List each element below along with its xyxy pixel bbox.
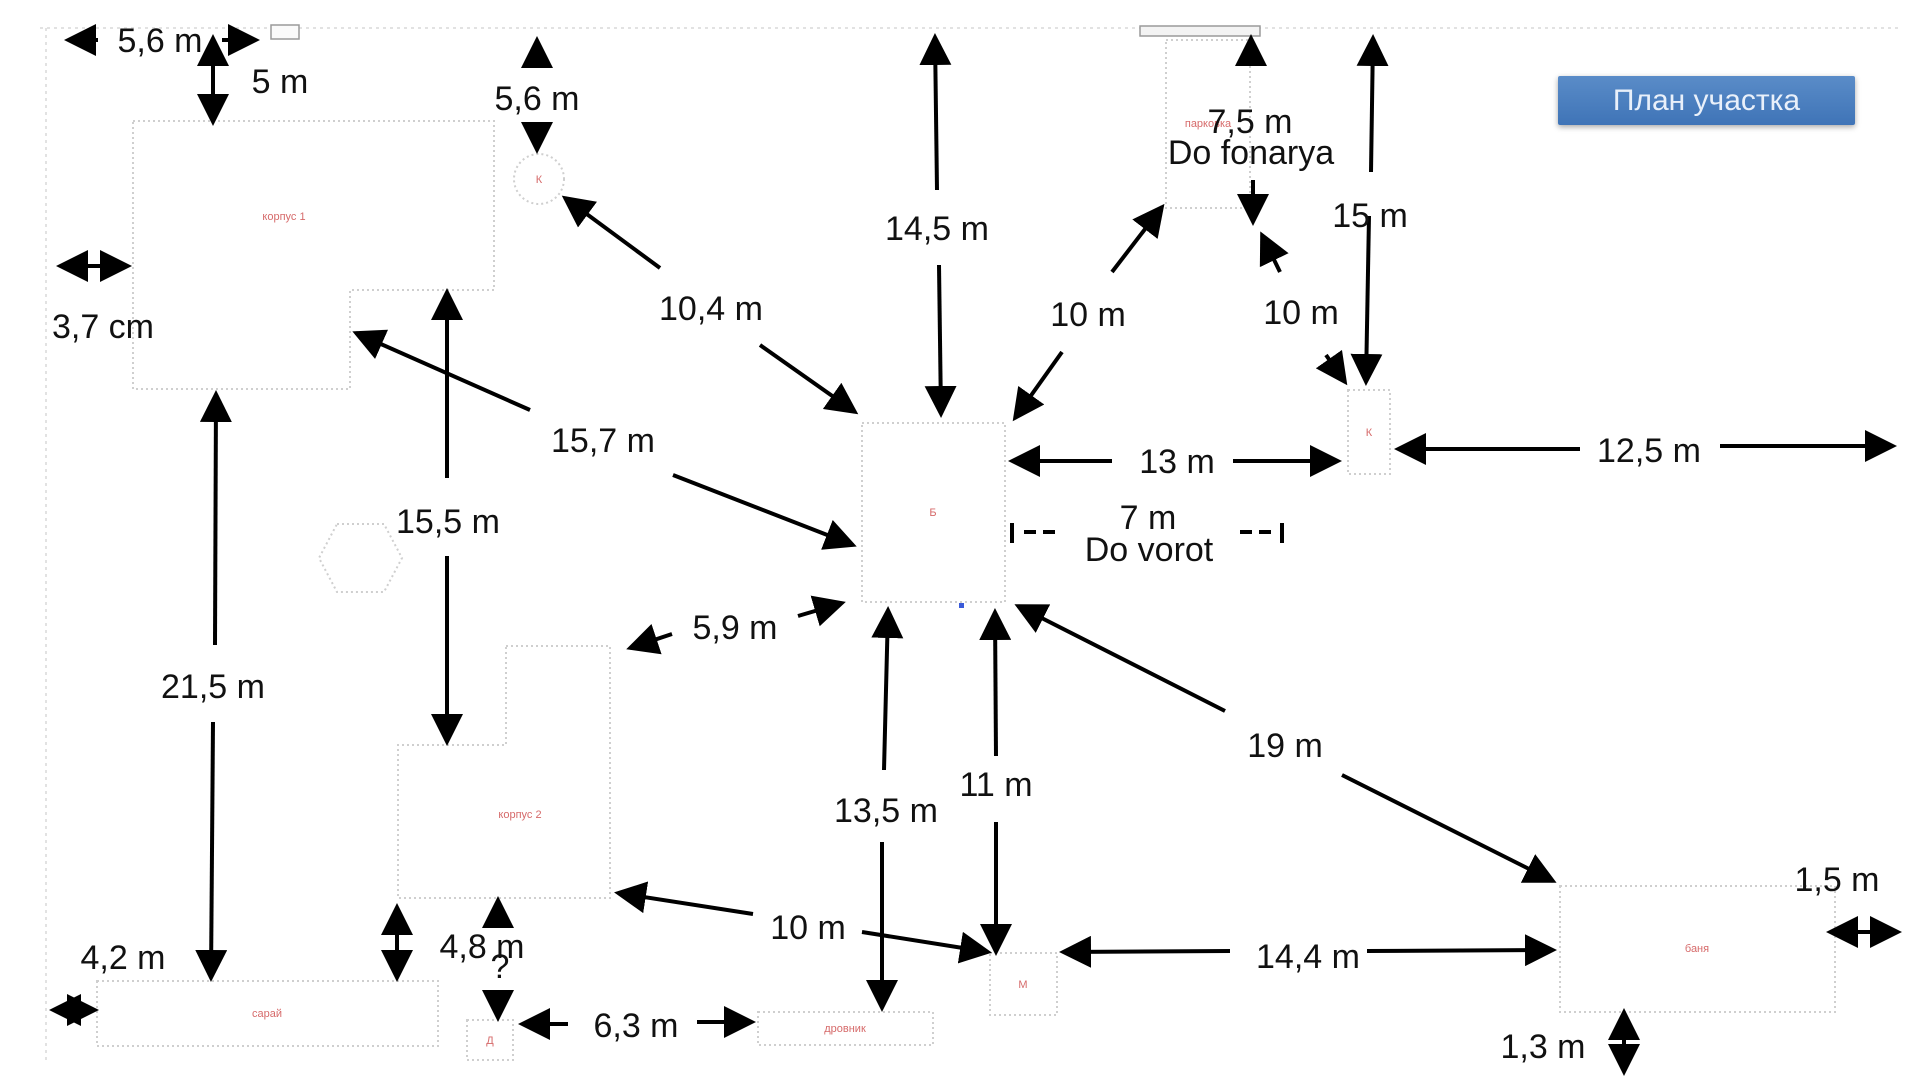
buildings: корпус 1 корпус 2 Б К парковка К М Д сар… (96, 24, 1836, 1061)
question-mark: ? (491, 948, 510, 986)
dim-13: 13 m (1139, 443, 1215, 481)
building-saray-label: сарай (252, 1008, 282, 1020)
building-b-label: Б (929, 507, 936, 519)
dim-10-4: 10,4 m (659, 290, 763, 328)
dim-3-7: 3,7 cm (52, 308, 154, 346)
dim-1-3: 1,3 m (1500, 1028, 1585, 1066)
dim-10-left: 10 m (1050, 296, 1126, 334)
dim-15-7: 15,7 m (551, 422, 655, 460)
building-drovnik[interactable] (757, 1011, 934, 1046)
dim-11: 11 m (959, 766, 1032, 804)
building-m-label: М (1018, 979, 1027, 991)
dim-5-6-top: 5,6 m (494, 80, 579, 118)
dim-1-5: 1,5 m (1794, 861, 1879, 899)
label-do-vorot: Do vorot (1085, 531, 1214, 569)
building-b[interactable] (861, 422, 1006, 603)
building-k-right[interactable] (1347, 389, 1391, 475)
small-top-left-marker (270, 24, 300, 40)
building-k-circle[interactable] (513, 153, 565, 205)
building-korpus-1-label: корпус 1 (262, 211, 305, 223)
label-do-fonarya: Do fonarya (1168, 134, 1334, 172)
building-korpus-2-label: корпус 2 (498, 809, 541, 821)
building-parking[interactable] (1165, 39, 1251, 209)
dim-19: 19 m (1247, 727, 1323, 765)
marker-dot (959, 603, 964, 608)
dim-5-9: 5,9 m (692, 609, 777, 647)
dim-10-bottom: 10 m (770, 909, 846, 947)
dim-10-right: 10 m (1263, 294, 1339, 332)
building-d-label: Д (486, 1035, 494, 1047)
building-m[interactable] (989, 952, 1058, 1016)
building-parking-label: парковка (1185, 118, 1232, 130)
page-guides (40, 27, 1900, 1060)
building-d[interactable] (466, 1019, 514, 1061)
dim-7-5: 7,5 m (1207, 103, 1292, 141)
dim-4-8: 4,8 m (439, 928, 524, 966)
plan-uchastka-button[interactable]: План участка (1558, 76, 1855, 125)
dim-6-3: 6,3 m (593, 1007, 678, 1045)
dimension-labels: 5,6 m 5 m 5,6 m 14,5 m 7,5 m Do fonarya … (52, 22, 1880, 1066)
building-k-circle-label: К (536, 174, 543, 186)
dim-4-2: 4,2 m (80, 939, 165, 977)
building-korpus-2[interactable] (397, 645, 611, 899)
dim-15-5: 15,5 m (396, 503, 500, 541)
dim-21-5: 21,5 m (161, 668, 265, 706)
building-drovnik-label: дровник (824, 1023, 866, 1035)
building-k-right-label: К (1366, 427, 1373, 439)
building-banya-label: баня (1685, 943, 1709, 955)
dim-14-4: 14,4 m (1256, 938, 1360, 976)
lamp-post-marker (1139, 25, 1261, 37)
hexagon-marker (317, 523, 404, 593)
dim-5-6-left: 5,6 m (117, 22, 202, 60)
dim-7: 7 m (1120, 499, 1177, 537)
building-korpus-1[interactable] (132, 120, 495, 390)
dim-15: 15 m (1332, 197, 1408, 235)
dim-14-5: 14,5 m (885, 210, 989, 248)
dim-12-5: 12,5 m (1597, 432, 1701, 470)
building-saray[interactable] (96, 980, 439, 1047)
dim-5: 5 m (252, 63, 309, 101)
building-banya[interactable] (1559, 885, 1836, 1013)
dimension-arrows (49, 24, 1902, 1076)
dim-13-5: 13,5 m (834, 792, 938, 830)
